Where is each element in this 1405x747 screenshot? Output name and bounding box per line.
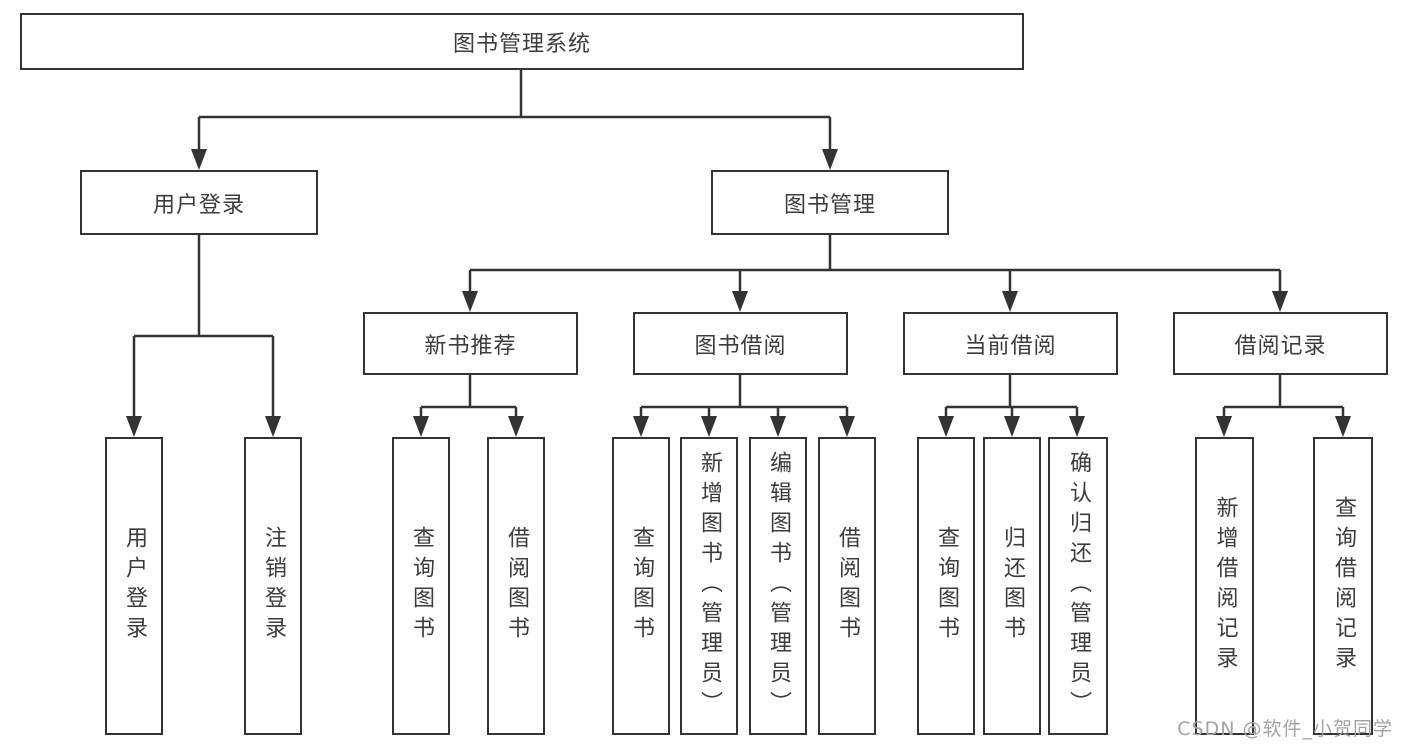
leaf-borrow-books-recommend: 借阅图书: [487, 437, 545, 735]
connector-book-mgmt-children: [462, 235, 1288, 312]
leaf-query-books-recommend-label: 查询图书: [409, 526, 434, 646]
leaf-edit-books-admin: 编辑图书（管理员）: [749, 437, 807, 735]
leaf-borrow-books-borrowing: 借阅图书: [818, 437, 876, 735]
leaf-confirm-return-admin-label: 确认归还（管理员）: [1066, 451, 1091, 721]
leaf-query-books-recommend: 查询图书: [392, 437, 450, 735]
leaf-borrow-books-recommend-label: 借阅图书: [504, 526, 529, 646]
leaf-add-books-admin-label: 新增图书（管理员）: [697, 451, 722, 721]
leaf-query-borrow-record: 查询借阅记录: [1313, 437, 1373, 735]
leaf-query-books-borrowing: 查询图书: [612, 437, 670, 735]
node-book-management: 图书管理: [711, 170, 949, 235]
leaf-add-borrow-record-label: 新增借阅记录: [1212, 496, 1238, 676]
connector-user-login-children: [126, 235, 281, 437]
leaf-query-borrow-record-label: 查询借阅记录: [1331, 496, 1356, 676]
leaf-edit-books-admin-label: 编辑图书（管理员）: [766, 451, 791, 721]
leaf-add-books-admin: 新增图书（管理员）: [680, 437, 738, 735]
leaf-query-books-current-label: 查询图书: [934, 526, 959, 646]
node-book-borrowing: 图书借阅: [633, 312, 848, 375]
node-borrowing-records: 借阅记录: [1173, 312, 1388, 375]
leaf-user-login-label: 用户登录: [122, 526, 147, 646]
leaf-query-books-current: 查询图书: [917, 437, 975, 735]
connector-records-children: [1216, 375, 1351, 437]
watermark-text: CSDN @软件_小贺同学: [1177, 718, 1393, 740]
leaf-confirm-return-admin: 确认归还（管理员）: [1048, 437, 1108, 735]
leaf-logout-login: 注销登录: [244, 437, 302, 735]
node-user-login: 用户登录: [80, 170, 318, 235]
leaf-return-books: 归还图书: [983, 437, 1041, 735]
leaf-return-books-label: 归还图书: [1000, 526, 1025, 646]
leaf-borrow-books-borrowing-label: 借阅图书: [835, 526, 860, 646]
node-new-book-recommend: 新书推荐: [363, 312, 578, 375]
leaf-user-login: 用户登录: [105, 437, 163, 735]
leaf-add-borrow-record: 新增借阅记录: [1195, 437, 1254, 735]
leaf-query-books-borrowing-label: 查询图书: [629, 526, 654, 646]
node-library-management-system: 图书管理系统: [20, 13, 1024, 70]
connector-root-to-level2: [191, 70, 838, 170]
connector-current-children: [938, 375, 1085, 437]
leaf-logout-login-label: 注销登录: [261, 526, 286, 646]
node-current-borrowing: 当前借阅: [903, 312, 1118, 375]
connector-recommend-children: [413, 375, 524, 437]
connector-borrowing-children: [633, 375, 855, 437]
